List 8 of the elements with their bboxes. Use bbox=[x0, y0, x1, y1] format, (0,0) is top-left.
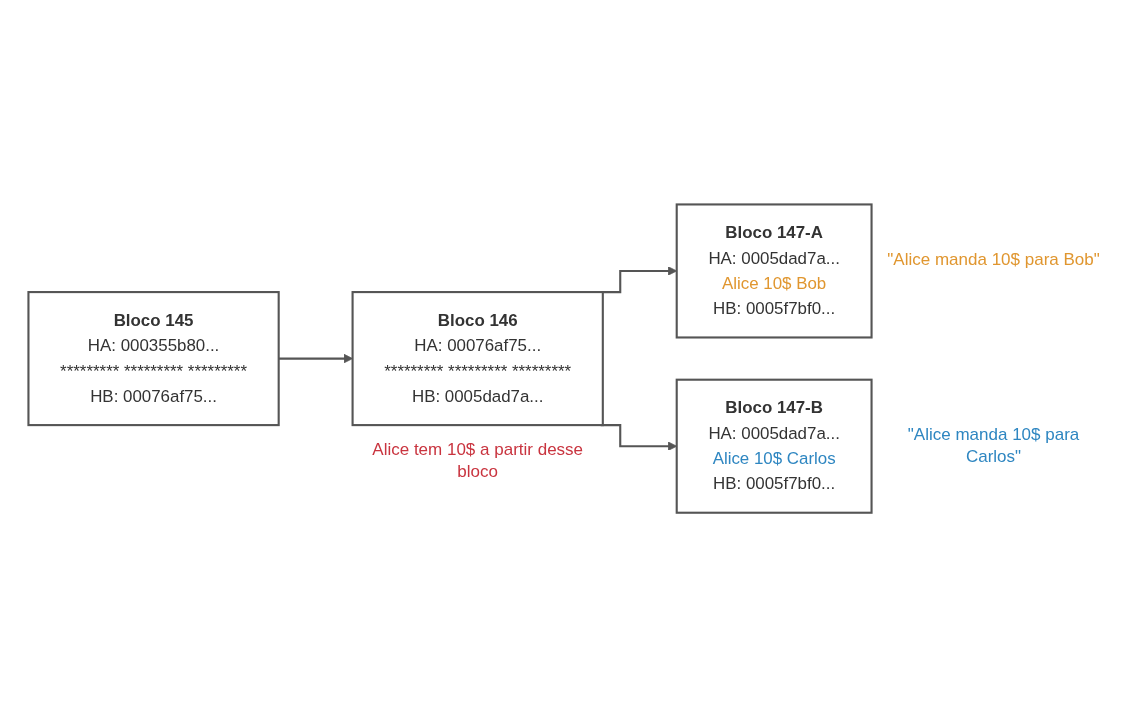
node-box: Bloco 145 HA: 000355b80... ********* ********* ********* HB: 00076af75... bbox=[27, 290, 280, 427]
annotation-text: "Alice manda 10$ para Carlos" bbox=[906, 424, 1081, 469]
annotation-text: "Alice manda 10$ para Bob" bbox=[886, 248, 1101, 271]
node-box: Bloco 147-A HA: 0005dad7a... Alice 10$ Bob HB: 0005f7bf0... bbox=[675, 203, 873, 339]
node-box: Bloco 147-B HA: 0005dad7a... Alice 10$ Carlos HB: 0005f7bf0... bbox=[675, 378, 873, 514]
node-box: Bloco 146 HA: 00076af75... ********* ********* ********* HB: 0005dad7a... bbox=[351, 290, 604, 427]
arrow bbox=[278, 353, 353, 364]
annotation-text: Alice tem 10$ a partir desse bloco bbox=[371, 439, 585, 484]
